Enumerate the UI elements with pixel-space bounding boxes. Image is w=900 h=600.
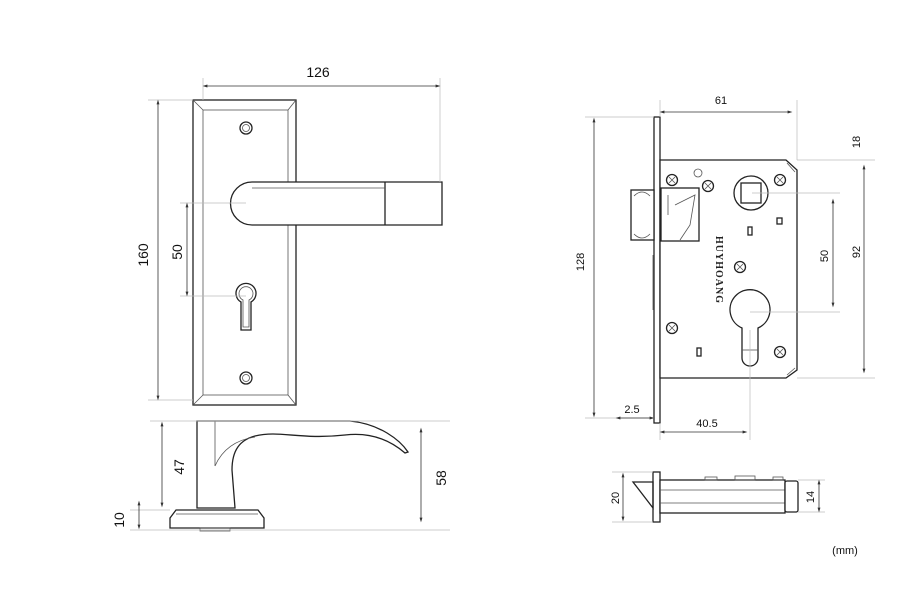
dim-top-offset: 18 [851,136,863,148]
keyhole-icon [235,282,257,331]
dim-cylinder-backset: 40.5 [696,418,717,430]
latch-bolt [630,189,655,241]
dim-center-distance: 50 [819,250,831,262]
dim-faceplate-height: 128 [575,253,587,271]
lock-front-view: HUYHOANG 61 18 92 50 128 2.5 40.5 [575,95,875,440]
screw-hole-icon [239,121,253,135]
lock-side-view: 20 14 [610,471,825,523]
end-cap [784,480,799,513]
dim-height: 160 [135,243,151,267]
lock-case [659,159,798,379]
lock-body-side [659,479,786,514]
brand-stamp: HUYHOANG [713,236,724,304]
handle-side-view: 47 10 58 [111,420,450,532]
unit-label: (mm) [832,545,858,557]
dim-total-height: 58 [433,470,449,486]
handle-front-view: 126 160 50 [135,64,443,406]
dim-lever-height: 47 [171,459,187,475]
lever-side [196,420,410,509]
faceplate [653,116,661,424]
dim-width: 126 [306,64,330,80]
backplate-inner [202,109,289,396]
screw-icon [665,173,787,359]
dim-rose-height: 10 [111,512,127,528]
faceplate-side [652,471,661,523]
dim-faceplate-width: 20 [610,492,622,504]
screw-hole-icon [239,371,253,385]
dim-case-height: 92 [851,246,863,258]
rose [169,509,265,529]
backplate-outer [192,99,297,406]
lever-handle [229,181,443,226]
latch-side [631,481,654,510]
dim-body-thickness: 14 [805,491,817,503]
dim-faceplate-thickness: 2.5 [624,404,639,416]
dim-backset: 61 [715,95,727,107]
dim-spindle-keyhole: 50 [169,244,185,260]
latch-mechanism [660,187,700,242]
